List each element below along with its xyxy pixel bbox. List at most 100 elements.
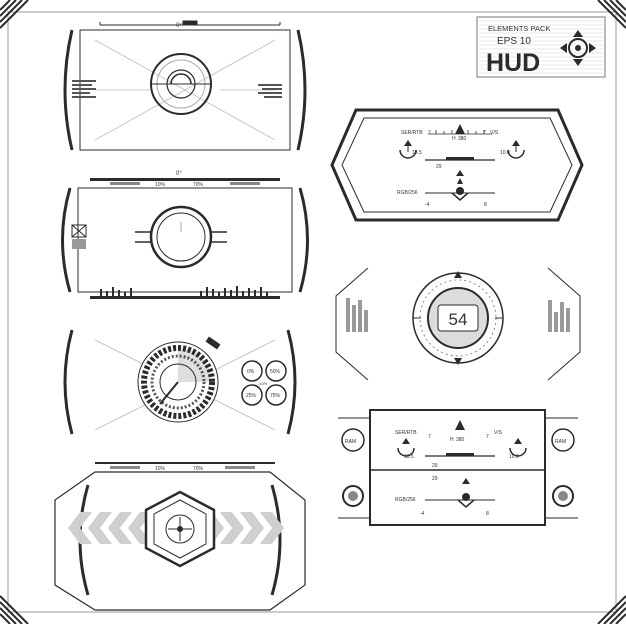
pct-75-button (265, 384, 287, 406)
panel-2-heading: 0° (176, 171, 182, 177)
gauge-dial (412, 271, 504, 365)
flight-2-seven-right: 7 (486, 434, 489, 440)
panel-2-reticle (135, 205, 227, 269)
panel-2-bottom-histogram (90, 286, 280, 299)
gauge-right-frame (547, 267, 581, 381)
flight-1-horizon (425, 157, 495, 161)
flight-2-vs: V/S (494, 430, 503, 436)
gauge-left-levels (346, 298, 368, 332)
flight-2-rgb: RGB/256 (395, 497, 416, 503)
panel-2-left-bracket (61, 187, 72, 293)
compass-cross-icon (560, 30, 596, 66)
panel-1-frame (79, 29, 291, 151)
flight-1-right-dial (507, 140, 525, 159)
panel-2-top-bars (90, 178, 280, 185)
flight-2-h-value: 380 (456, 437, 465, 443)
panel-3-right-bracket (286, 329, 297, 435)
flight-1-left-value: 13.5 (412, 150, 422, 156)
sheet-frame (7, 11, 617, 613)
pct-50-label: 50% (270, 369, 281, 375)
flight-1-right-value: 10.0 (500, 150, 510, 156)
panel-1-heading: 0° (176, 23, 182, 29)
panel-1-left-bracket (63, 29, 74, 151)
flight-1-h-value: 380 (458, 136, 467, 142)
flight-2-left-value: 13.5 (404, 454, 414, 460)
flight-1-mid: 29 (436, 164, 442, 170)
flight-1-h-label: H (452, 136, 456, 142)
ram-left (341, 428, 365, 452)
badge-hud-title: HUD (486, 49, 540, 77)
flight-2-left-dial (397, 438, 415, 457)
flight-2-h-label: H (450, 437, 454, 443)
panel-4-right-bracket (270, 484, 282, 596)
flight-1-center-marker (456, 170, 464, 176)
pct-75-label: 75% (270, 393, 281, 399)
flight-1-rgb: RGB/256 (397, 190, 418, 196)
flight-1-eight: 8 (484, 202, 487, 208)
flight-1-left-dial (399, 140, 417, 159)
flight-1-outer-frame (330, 108, 584, 222)
hud-panel-3: 0% 50% 25% 75% -10% (63, 329, 297, 435)
pct-25-label: 25% (246, 393, 257, 399)
flight-2-eight: 8 (486, 511, 489, 517)
panel-2-pct-left: 10% (155, 182, 166, 188)
panel-3-left-bracket (63, 329, 74, 435)
flight-2-attitude-indicator (425, 493, 495, 508)
flight-1-heading-marker (455, 124, 465, 134)
flight-1-attitude-indicator (425, 178, 495, 201)
badge-line-2: EPS 10 (497, 36, 531, 47)
panel-2-pct-right: 70% (193, 182, 204, 188)
panel-1-left-barcode (72, 80, 96, 98)
flight-2-right-dial (509, 438, 527, 457)
flight-2-heading-marker (455, 420, 465, 430)
flight-display-2: RAM RAM SER/RTB V/S 7 7 H 380 13.5 10.0 (338, 409, 578, 526)
panel-1-top-ruler (99, 20, 281, 26)
gauge-value: 54 (449, 310, 468, 329)
badge-scanlines (479, 20, 603, 74)
corner-stripes-top-right (597, 0, 626, 29)
hud-panel-1: 0° (63, 20, 307, 151)
flight-2-left-knob (342, 485, 364, 507)
panel-1-right-barcode (258, 84, 282, 98)
title-badge: ELEMENTS PACK EPS 10 HUD (476, 16, 606, 78)
flight-2-side-rails (338, 417, 578, 519)
ram-right-label: RAM (555, 439, 566, 445)
panel-4-pct-right: 70% (193, 466, 204, 472)
corner-stripes-bottom-right (597, 595, 626, 624)
pct-0-label: 0% (247, 369, 255, 375)
hexagon-target (144, 490, 216, 568)
flight-display-1: SER/RTB V/S 7 7 H 380 13.5 10.0 29 RGB/2… (330, 108, 584, 222)
ram-left-label: RAM (345, 439, 356, 445)
radar-dial (137, 336, 221, 423)
panel-4-frame (54, 471, 306, 611)
ram-right (551, 428, 575, 452)
pct-center-label: -10% (258, 381, 268, 386)
flight-2-horizon (425, 453, 495, 457)
gauge-panel: 54 (335, 267, 581, 381)
panel-4-top-bars (95, 462, 275, 469)
flight-2-frame (369, 409, 546, 526)
hud-panel-4: 10% 70% (54, 462, 306, 611)
panel-1-right-bracket (296, 29, 307, 151)
flight-2-right-knob (552, 485, 574, 507)
flight-2-minus4: -4 (420, 511, 425, 517)
panel-4-pct-left: 10% (155, 466, 166, 472)
flight-2-mid: 29 (432, 463, 438, 469)
gauge-right-levels (548, 300, 570, 332)
flight-1-seven-right: 7 (483, 130, 486, 136)
gauge-left-frame (335, 267, 369, 381)
panel-2-left-crossbox (71, 224, 87, 249)
flight-2-right-value: 10.0 (509, 454, 519, 460)
flight-1-inner-frame (341, 117, 573, 213)
corner-stripes-bottom-left (0, 595, 29, 624)
flight-1-minus4: -4 (425, 202, 430, 208)
flight-2-mid-2: 29 (432, 476, 438, 482)
panel-1-reticle (150, 53, 212, 115)
flight-2-ser: SER/RTB (395, 430, 417, 436)
corner-stripes-top-left (0, 0, 29, 29)
pct-50-button (265, 360, 287, 382)
badge-line-1: ELEMENTS PACK (488, 24, 550, 33)
flight-1-ser: SER/RTB (401, 130, 423, 136)
flight-2-center-marker (462, 478, 470, 484)
